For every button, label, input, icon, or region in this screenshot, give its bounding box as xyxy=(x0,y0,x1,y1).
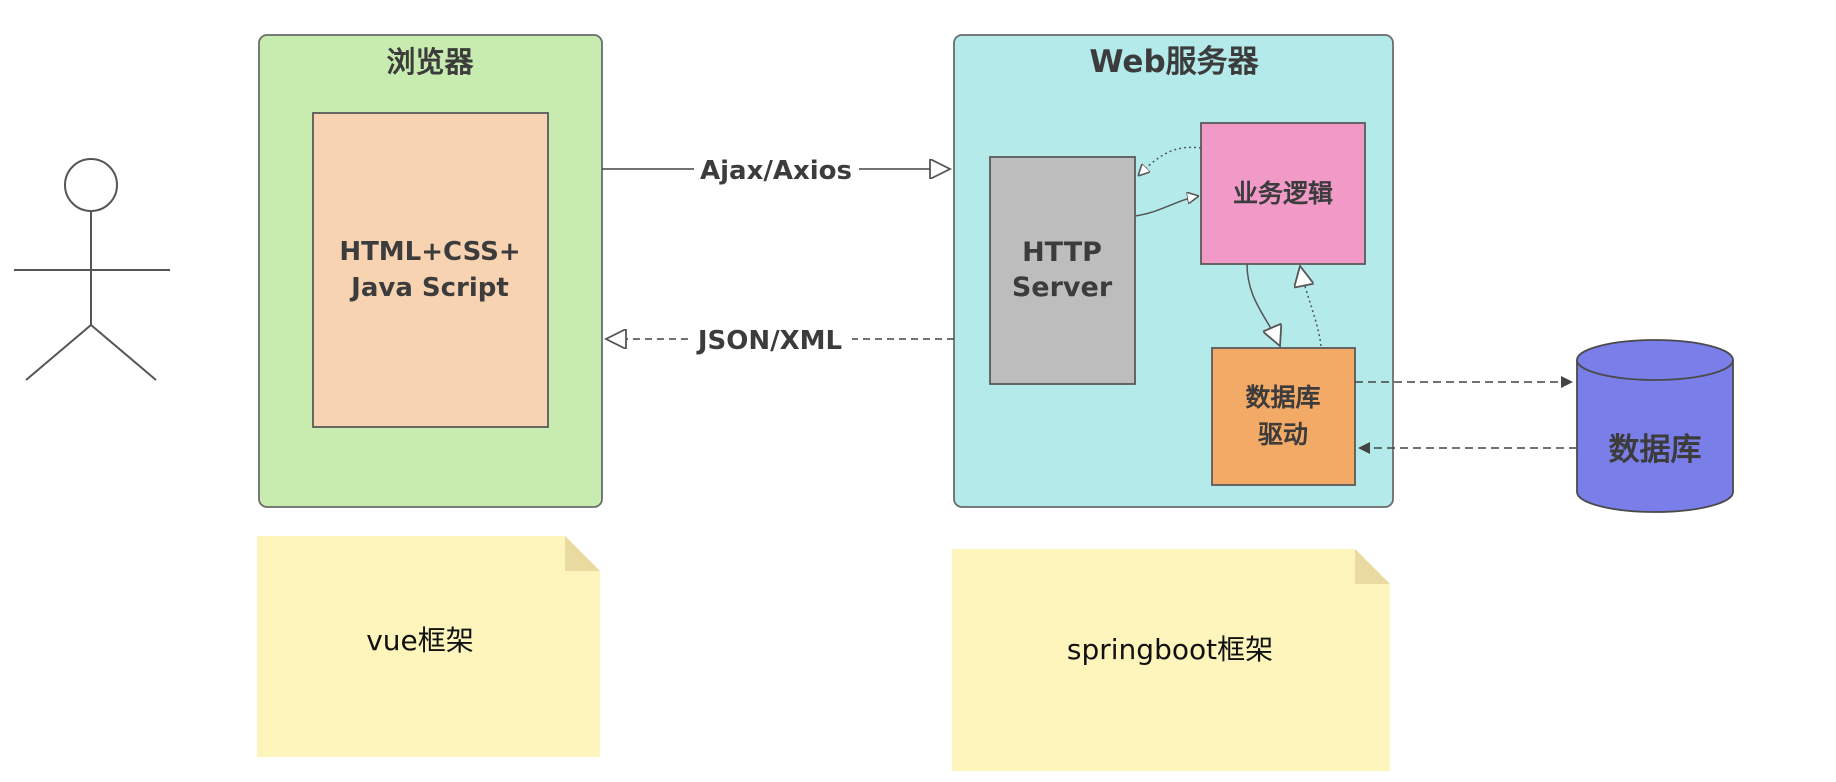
user-stick-figure-icon xyxy=(14,158,170,381)
vue-framework-label: vue框架 xyxy=(366,624,474,657)
springboot-framework-note xyxy=(952,549,1390,771)
database-driver-line1: 数据库 xyxy=(1245,383,1320,412)
html-css-js-box xyxy=(312,112,549,428)
web-server-title: Web服务器 xyxy=(1089,44,1259,80)
vue-framework-note xyxy=(257,536,600,757)
logic-to-driver-arrow xyxy=(1246,263,1280,346)
http-server-box xyxy=(989,156,1136,385)
business-logic-label: 业务逻辑 xyxy=(1233,179,1333,208)
logic-to-http-arrow xyxy=(1138,146,1202,176)
http-server-line2: Server xyxy=(1012,272,1113,303)
business-logic-box xyxy=(1200,122,1366,265)
springboot-framework-label: springboot框架 xyxy=(1067,633,1273,666)
html-css-js-line2: Java Script xyxy=(349,273,509,303)
http-to-logic-arrow xyxy=(1134,196,1199,217)
html-css-js-line1: HTML+CSS+ xyxy=(339,237,520,267)
browser-title: 浏览器 xyxy=(386,45,474,79)
http-server-line1: HTTP xyxy=(1022,237,1102,268)
response-arrow-label: JSON/XML xyxy=(696,326,842,356)
database-driver-line2: 驱动 xyxy=(1258,420,1308,449)
database-cylinder-icon xyxy=(1576,339,1734,513)
database-label: 数据库 xyxy=(1609,432,1702,468)
request-arrow-label: Ajax/Axios xyxy=(700,156,852,186)
database-driver-box xyxy=(1211,347,1356,486)
